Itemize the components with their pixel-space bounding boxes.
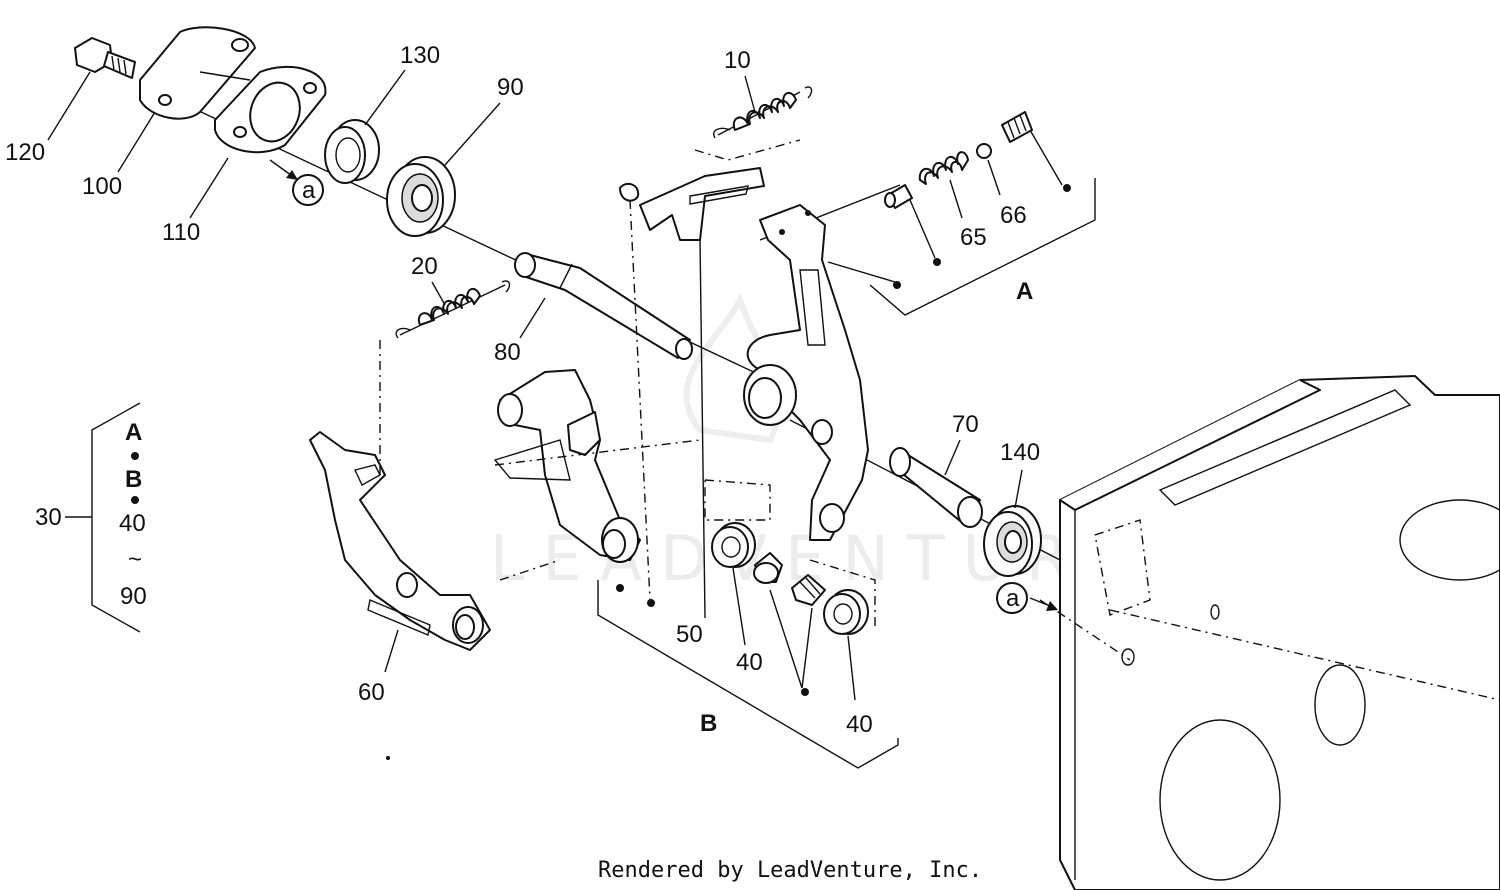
ref-box-seal xyxy=(704,479,771,521)
label-10: 10 xyxy=(724,47,751,74)
part-80-shaft[interactable] xyxy=(514,252,693,360)
group-a-bracket xyxy=(869,178,1096,316)
part-50-plate[interactable] xyxy=(619,167,765,241)
label-ref-a-lower: a xyxy=(1006,585,1020,612)
label-130: 130 xyxy=(400,42,440,69)
label-60: 60 xyxy=(358,679,385,706)
group-b-bracket xyxy=(597,580,899,769)
label-80: 80 xyxy=(494,339,521,366)
label-20: 20 xyxy=(411,253,438,280)
label-70: 70 xyxy=(952,411,979,438)
leader-lines xyxy=(47,69,1063,701)
ref-line-seal xyxy=(809,559,876,630)
label-50: 50 xyxy=(676,621,703,648)
label-90: 90 xyxy=(497,74,524,101)
label-30: 30 xyxy=(35,504,62,531)
label-ref-a-upper: a xyxy=(302,177,316,204)
part-65-spring[interactable] xyxy=(918,151,969,185)
ref-line-10 xyxy=(694,139,801,161)
part-66-ball[interactable] xyxy=(976,143,992,159)
part-a-plug-screw[interactable] xyxy=(884,184,913,209)
governor-lever[interactable] xyxy=(743,204,869,541)
label-65: 65 xyxy=(960,224,987,251)
kit-legend-b: B xyxy=(125,466,142,493)
part-100-cover-plate[interactable] xyxy=(139,26,256,120)
part-40-seal-left[interactable] xyxy=(711,522,756,568)
part-a-set-screw[interactable] xyxy=(1001,111,1033,143)
kit-legend-to: 90 xyxy=(120,583,147,610)
label-100: 100 xyxy=(82,173,122,200)
part-130-bushing[interactable] xyxy=(324,119,380,184)
part-110-gasket[interactable] xyxy=(214,65,327,154)
kit-marker-dots xyxy=(131,184,1071,760)
kit-legend-bracket xyxy=(91,402,141,633)
ref-line-a-engine xyxy=(1039,599,1131,661)
kit-legend: A B 40 ~ 90 xyxy=(119,419,147,610)
kit-legend-from: 40 xyxy=(119,510,146,537)
label-group-b: B xyxy=(700,710,717,737)
label-140: 140 xyxy=(1000,439,1040,466)
fork-lever[interactable] xyxy=(493,369,641,563)
part-140-bearing[interactable] xyxy=(983,505,1042,577)
part-40-seal-right[interactable] xyxy=(823,589,869,635)
part-120-bolt[interactable] xyxy=(74,37,136,79)
label-66: 66 xyxy=(1000,202,1027,229)
part-60-bracket[interactable] xyxy=(309,431,491,651)
label-group-a: A xyxy=(1016,278,1033,305)
ref-line-screw xyxy=(629,199,651,601)
part-70-shaft[interactable] xyxy=(889,447,983,528)
kit-legend-tilde: ~ xyxy=(128,546,142,573)
label-110: 110 xyxy=(162,219,200,246)
label-40-b: 40 xyxy=(846,711,873,738)
part-20-spring[interactable] xyxy=(395,280,511,339)
kit-legend-a: A xyxy=(125,419,142,446)
label-40-a: 40 xyxy=(736,649,763,676)
ref-arrow-a-lower xyxy=(996,582,1058,614)
part-90-bearing[interactable] xyxy=(386,156,456,237)
ref-line-fork xyxy=(494,439,701,466)
ref-arrow-a-upper xyxy=(269,159,324,206)
part-40-plug[interactable] xyxy=(753,552,826,606)
label-120: 120 xyxy=(5,139,45,166)
credit-text: Rendered by LeadVenture, Inc. xyxy=(598,858,982,883)
engine-block xyxy=(1059,375,1500,890)
part-10-spring[interactable] xyxy=(713,86,813,139)
